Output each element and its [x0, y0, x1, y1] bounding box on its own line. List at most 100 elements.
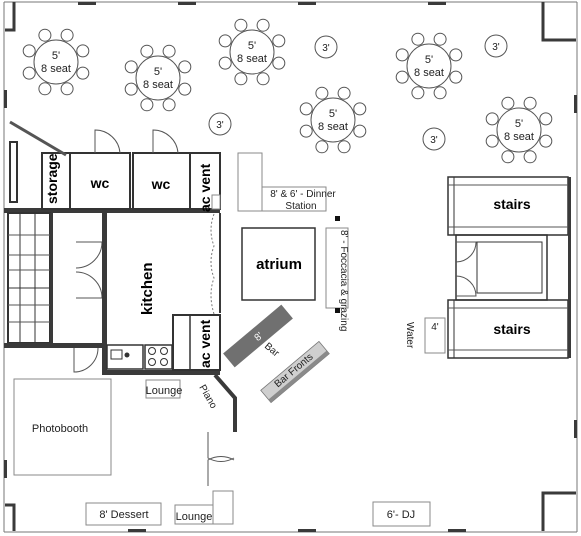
ac-vent-top-label: ac vent	[197, 163, 213, 212]
table-seats-label: 8 seat	[41, 63, 71, 75]
table-size-label: 5'	[329, 108, 337, 120]
chair	[539, 112, 553, 126]
table-top	[310, 97, 356, 143]
chair	[162, 98, 176, 112]
chair	[501, 150, 515, 164]
table-size-label: 3'	[492, 42, 500, 53]
chair	[337, 86, 351, 100]
dinner-station-label-1: 8' & 6' - Dinner	[270, 189, 336, 200]
chair	[433, 86, 447, 100]
table-top	[135, 55, 181, 101]
table-top	[229, 29, 275, 75]
chair	[299, 124, 313, 138]
wc-2-label: wc	[151, 176, 171, 192]
table-top	[33, 39, 79, 85]
table-top	[496, 107, 542, 153]
chair	[449, 48, 463, 62]
chair	[272, 34, 286, 48]
table-size-label: 3'	[430, 135, 438, 146]
chair	[411, 86, 425, 100]
right-stairs	[447, 176, 571, 359]
atrium-label: atrium	[256, 256, 302, 273]
chair	[272, 56, 286, 70]
chair	[218, 56, 232, 70]
chair	[76, 66, 90, 80]
lounge-bottom-area	[174, 504, 214, 525]
chair	[22, 66, 36, 80]
chair	[76, 44, 90, 58]
chair	[162, 44, 176, 58]
chair	[178, 82, 192, 96]
chair	[395, 70, 409, 84]
kitchen-label: kitchen	[139, 262, 156, 315]
chair	[140, 98, 154, 112]
round-table-5ft: 5'8 seat	[395, 32, 463, 100]
table-top	[208, 112, 232, 136]
table-seats-label: 8 seat	[414, 67, 444, 79]
chair	[234, 18, 248, 32]
dj-label: 6'- DJ	[387, 509, 415, 521]
chair	[315, 140, 329, 154]
water-size-label: 4'	[431, 322, 439, 333]
outer-walls	[3, 1, 578, 533]
round-table-3ft: 3'	[484, 34, 508, 58]
photobooth-area	[13, 378, 112, 476]
chair	[485, 112, 499, 126]
table-size-label: 5'	[425, 54, 433, 66]
stairs-bottom-label: stairs	[493, 321, 531, 337]
chair	[38, 28, 52, 42]
atrium-room	[241, 227, 316, 301]
chair	[353, 102, 367, 116]
left-stairs	[4, 212, 104, 373]
chair	[539, 134, 553, 148]
round-table-5ft: 5'8 seat	[124, 44, 192, 112]
table-seats-label: 8 seat	[237, 53, 267, 65]
round-table-3ft: 3'	[422, 127, 446, 151]
lounge-bottom-label: Lounge	[176, 511, 213, 523]
water-label: Water	[404, 322, 415, 349]
chair	[22, 44, 36, 58]
table-size-label: 5'	[154, 66, 162, 78]
table-top	[314, 35, 338, 59]
lounge-top-label: Lounge	[146, 385, 183, 397]
dinner-station	[237, 152, 327, 212]
chair	[124, 82, 138, 96]
dinner-station-label-2: Station	[285, 201, 316, 212]
table-top	[422, 127, 446, 151]
chair	[140, 44, 154, 58]
lower-left-walls	[207, 373, 237, 525]
bar-counter: 8'	[223, 304, 293, 368]
round-table-3ft: 3'	[314, 35, 338, 59]
kitchen-block	[102, 213, 221, 375]
chair	[449, 70, 463, 84]
chair	[523, 150, 537, 164]
table-top	[406, 43, 452, 89]
storage-label: storage	[44, 153, 60, 204]
round-table-5ft: 5'8 seat	[22, 28, 90, 96]
chair	[485, 134, 499, 148]
chair	[353, 124, 367, 138]
foccacia-post-bottom	[335, 308, 340, 313]
table-size-label: 5'	[515, 118, 523, 130]
chair	[337, 140, 351, 154]
ac-vent-bottom-label: ac vent	[197, 319, 213, 368]
wc-1-label: wc	[90, 175, 110, 191]
chair	[234, 72, 248, 86]
chair	[501, 96, 515, 110]
table-seats-label: 8 seat	[143, 79, 173, 91]
lounge-top-area	[145, 379, 181, 399]
round-tables-3ft: 3'3'3'3'	[208, 34, 508, 151]
water-table	[424, 317, 446, 354]
table-seats-label: 8 seat	[318, 121, 348, 133]
chair	[395, 48, 409, 62]
chair	[124, 60, 138, 74]
photobooth-label: Photobooth	[32, 423, 88, 435]
round-table-5ft: 5'8 seat	[218, 18, 286, 86]
dessert-table	[85, 502, 162, 526]
dessert-label: 8' Dessert	[99, 509, 148, 521]
chair	[60, 82, 74, 96]
table-top	[484, 34, 508, 58]
chair	[315, 86, 329, 100]
